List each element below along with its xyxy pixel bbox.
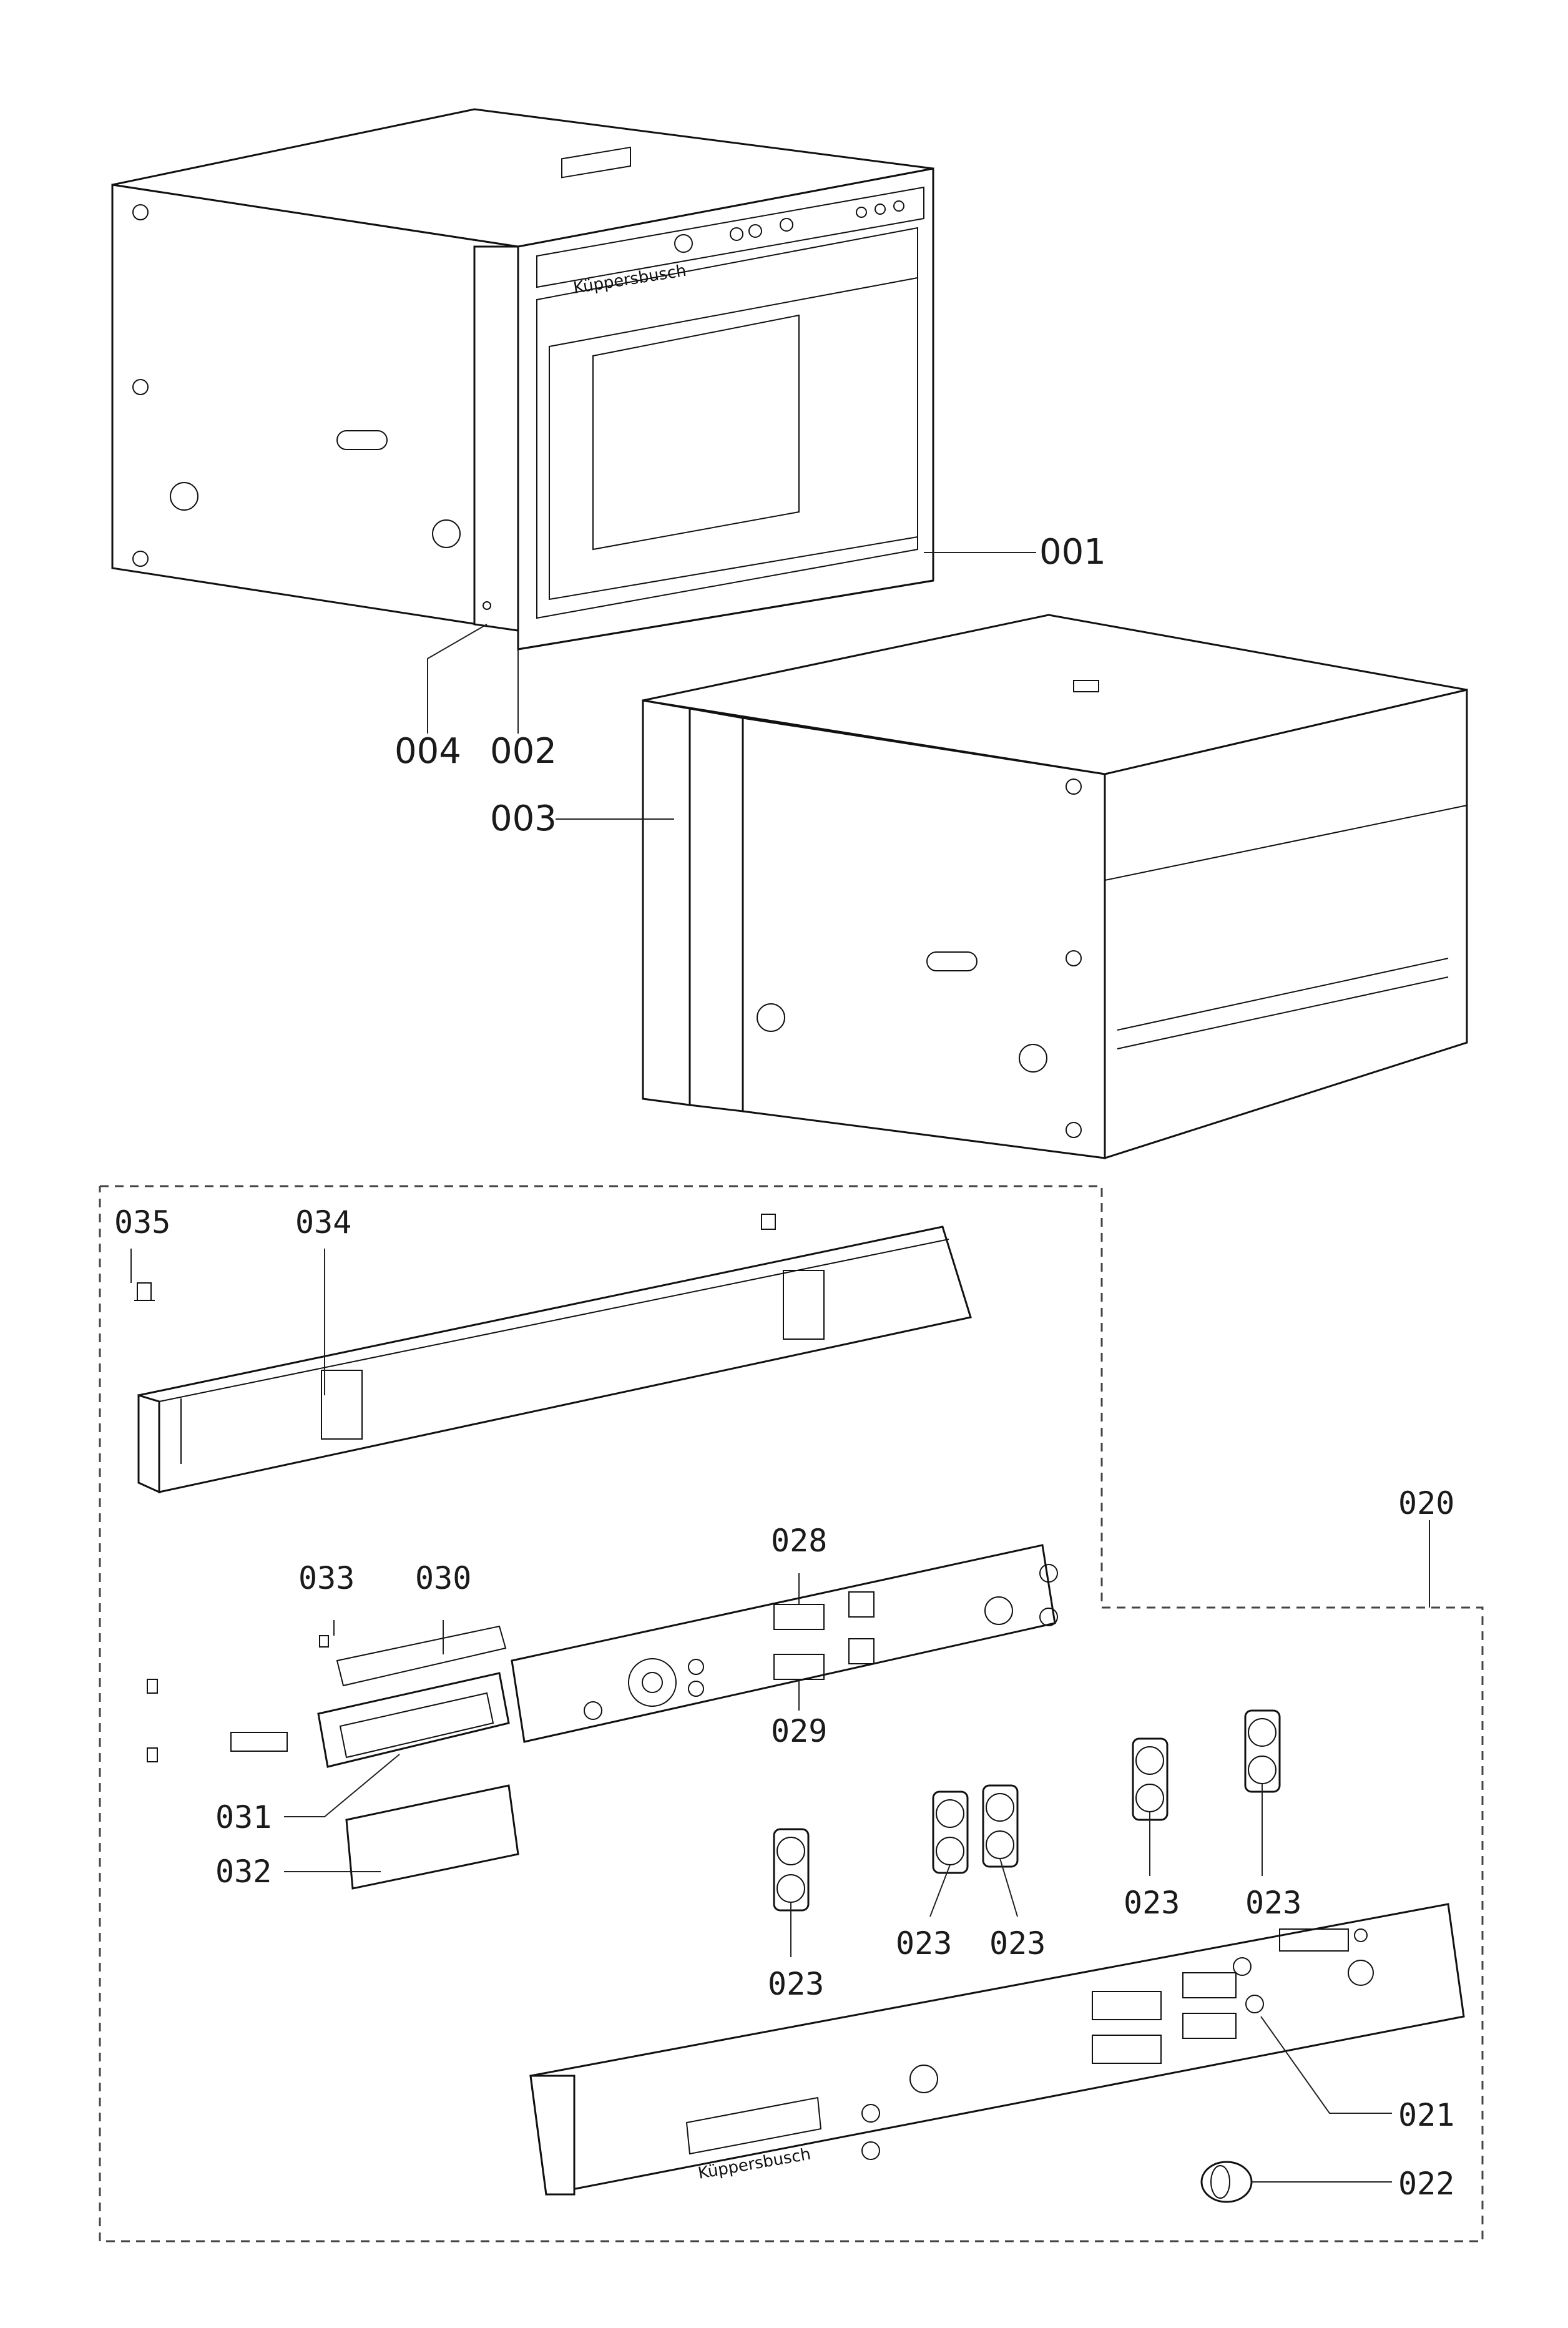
screw-035 [134,1282,155,1301]
oven-housing-lower [642,614,1468,1160]
label-033: 033 [298,1560,355,1596]
leader-lines [130,552,1430,2183]
button-caps-023 [773,1709,1281,1912]
label-028: 028 [771,1523,827,1559]
label-004: 004 [394,731,461,772]
label-001: 001 [1039,532,1106,572]
display-cover-032 [345,1784,519,1890]
label-020: 020 [1398,1485,1454,1521]
label-023-a: 023 [1124,1885,1180,1921]
label-032: 032 [215,1854,272,1890]
knob-022 [1200,2161,1253,2203]
label-035: 035 [114,1204,170,1240]
label-023-c: 023 [896,1925,952,1962]
label-002: 002 [490,731,557,772]
label-003: 003 [490,798,557,839]
label-030: 030 [415,1560,471,1596]
label-023-d: 023 [989,1925,1046,1962]
display-board-031 [230,1625,510,1768]
assembly-boundary [99,1185,1484,2242]
oven-assembly-upper: Küppersbusch [111,108,934,651]
screws-033 [147,1635,329,1762]
panel-frame-034 [137,1225,972,1494]
label-023-b: 023 [1245,1885,1301,1921]
label-029: 029 [771,1713,827,1749]
label-022: 022 [1398,2166,1454,2202]
label-034: 034 [295,1204,351,1240]
label-031: 031 [215,1799,272,1835]
label-021: 021 [1398,2097,1454,2133]
screw-top [761,1214,776,1230]
label-023-e: 023 [768,1966,824,2002]
pcb-board-030 [511,1544,1058,1743]
